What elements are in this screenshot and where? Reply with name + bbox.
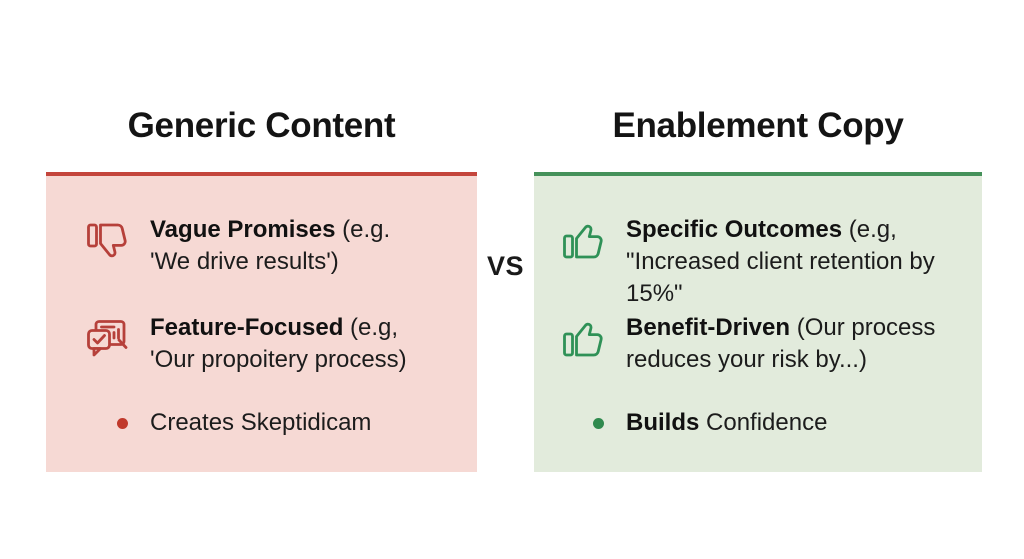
thumbs-up-icon	[558, 216, 608, 266]
item-vague-promises: Vague Promises (e.g. 'We drive results')	[82, 214, 467, 278]
item-heading-suffix: (Our process	[790, 314, 936, 341]
item-feature-focused: Feature-Focused (e.g, 'Our propoitery pro…	[82, 312, 467, 376]
item-heading-suffix: (e.g,	[343, 314, 399, 341]
right-panel-title: Enablement Copy	[612, 106, 904, 145]
left-panel-title: Generic Content	[127, 106, 396, 145]
item-example-text: "Increased client retention by 15%"	[626, 248, 942, 307]
generic-content-panel: Vague Promises (e.g.'We drive results') …	[46, 172, 477, 472]
item-creates-skepticism: Creates Skeptidicam	[82, 407, 467, 439]
bullet-dot-icon	[117, 418, 128, 429]
item-example-text: 'We drive results')	[150, 248, 339, 275]
item-heading: Benefit-Driven	[626, 314, 791, 341]
item-heading: Feature-Focused	[150, 314, 344, 341]
bullet-text-bold: Builds	[626, 409, 700, 436]
bullet-text: Creates Skeptidicam	[150, 409, 372, 436]
item-benefit-driven: Benefit-Driven (Our process reduces your …	[558, 312, 972, 376]
item-heading: Specific Outcomes	[626, 216, 843, 243]
item-example-text: 'Our propoitery process)	[150, 346, 407, 373]
item-heading: Vague Promises	[150, 216, 336, 243]
thumbs-down-icon	[82, 216, 132, 266]
bullet-text: Confidence	[699, 409, 828, 436]
vs-label: VS	[486, 251, 525, 281]
item-example-text: reduces your risk by...)	[626, 346, 867, 373]
enablement-copy-panel: Specific Outcomes (e.g, "Increased client…	[534, 172, 982, 472]
bullet-dot-icon	[593, 418, 604, 429]
chat-analytics-icon	[82, 314, 132, 364]
item-heading-suffix: (e.g.	[335, 216, 391, 243]
thumbs-up-icon	[558, 314, 608, 364]
item-builds-confidence: Builds Confidence	[558, 407, 972, 439]
item-specific-outcomes: Specific Outcomes (e.g, "Increased client…	[558, 214, 972, 310]
item-heading-suffix: (e.g,	[842, 216, 897, 243]
